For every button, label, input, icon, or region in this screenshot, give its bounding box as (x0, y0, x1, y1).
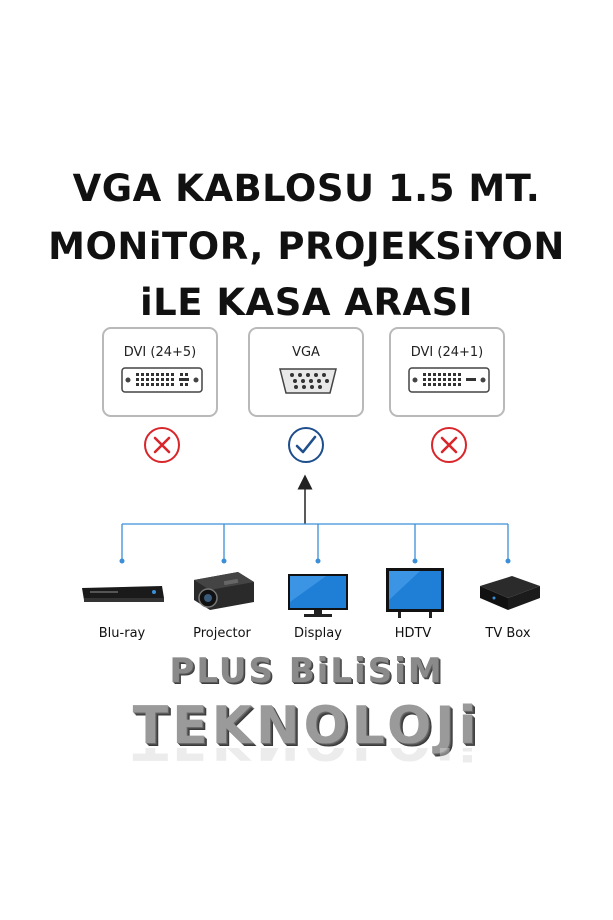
title-line-1: VGA KABLOSU 1.5 MT. (72, 167, 541, 210)
logo-text-line-1: PLUS BiLiSiM (169, 651, 444, 691)
cross-mark-icon (144, 427, 180, 463)
bluray-player-icon (82, 586, 164, 602)
title-line-2: MONiTOR, PROJEKSiYON (48, 225, 565, 268)
connection-lines (119, 474, 511, 564)
connector-label: DVI (24+1) (410, 345, 484, 360)
connector-box-vga: VGA (248, 327, 364, 417)
logo-reflection: TEKNOLOJi (0, 748, 613, 766)
dvi-connector-icon (408, 367, 490, 393)
device-label-display: Display (294, 626, 342, 641)
tv-icon (386, 568, 444, 618)
device-label-hdtv: HDTV (394, 626, 432, 641)
connector-label: DVI (24+5) (123, 345, 197, 360)
device-label-bluray: Blu-ray (98, 626, 146, 641)
device-label-projector: Projector (193, 626, 251, 641)
connector-label: VGA (292, 345, 320, 360)
connector-box-dvi-24-1: DVI (24+1) (389, 327, 505, 417)
monitor-icon (288, 574, 348, 617)
projector-icon (194, 572, 254, 610)
dvi-connector-icon (121, 367, 203, 393)
check-mark-icon (288, 427, 324, 463)
connector-box-dvi-24-5: DVI (24+5) (102, 327, 218, 417)
tv-box-icon (480, 576, 540, 610)
logo-text-line-2: TEKNOLOJi (132, 696, 481, 756)
cross-mark-icon (431, 427, 467, 463)
title-line-3: iLE KASA ARASI (139, 281, 474, 324)
device-label-tvbox: TV Box (485, 626, 531, 641)
vga-connector-icon (279, 368, 337, 394)
